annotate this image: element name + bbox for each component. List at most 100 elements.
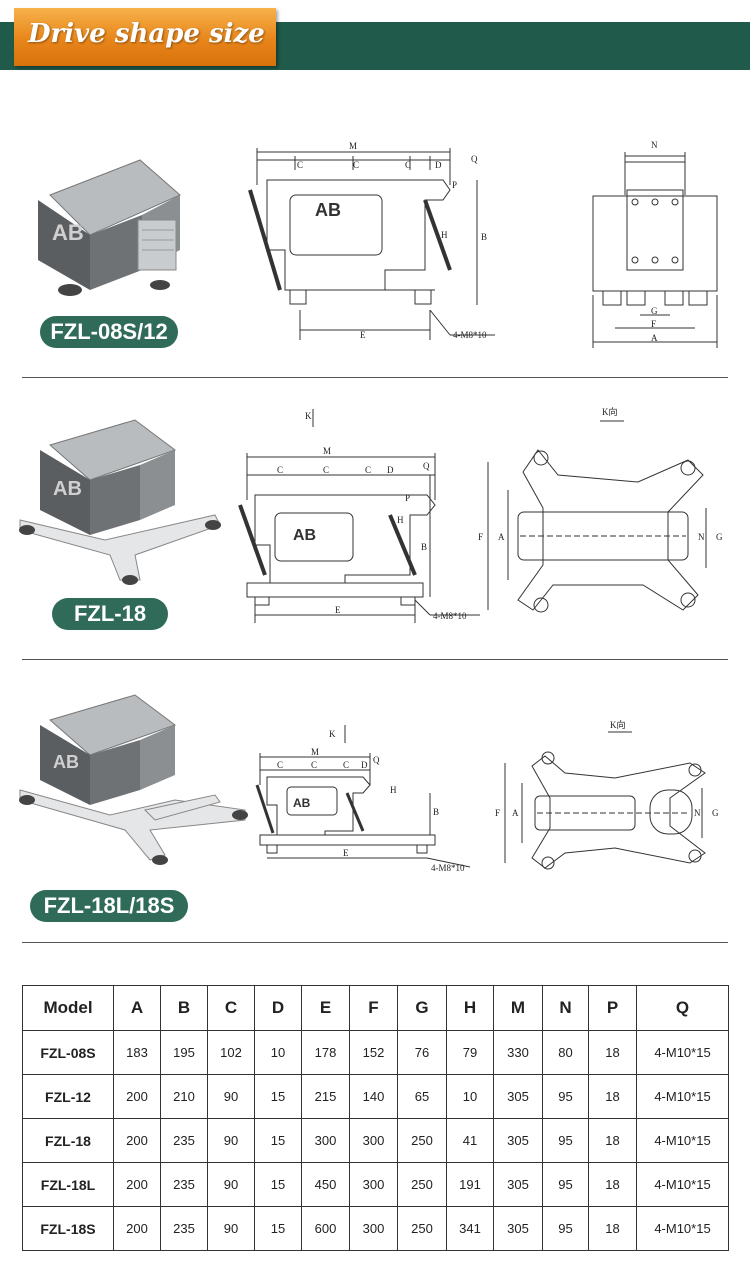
table-cell: 15	[254, 1206, 302, 1251]
dim-label-d: D	[387, 465, 394, 475]
title-tab: Drive shape size	[14, 8, 276, 66]
table-cell: FZL-12	[22, 1074, 114, 1119]
dim-label-h: H	[390, 785, 397, 795]
table-cell: 65	[397, 1074, 447, 1119]
table-cell: 305	[493, 1074, 543, 1119]
table-cell: 305	[493, 1206, 543, 1251]
column-header: M	[493, 985, 543, 1031]
side-view-drawing-1: N G F A	[592, 140, 718, 348]
column-header: A	[113, 985, 161, 1031]
section-divider	[22, 659, 728, 660]
table-row: FZL-08S 183 195 102 10 178 152 76 79 330…	[22, 1030, 729, 1075]
table-cell: FZL-18L	[22, 1162, 114, 1207]
front-view-drawing-3: AB K M C C C D Q H B E 4-M8*10	[255, 725, 471, 873]
dim-label-g: G	[651, 306, 658, 316]
dim-label-d: D	[435, 160, 442, 170]
table-row: FZL-18 200 235 90 15 300 300 250 41 305 …	[22, 1118, 729, 1163]
table-cell: 76	[397, 1030, 447, 1075]
dim-label-n: N	[694, 808, 701, 818]
product-photo-fzl-08s: AB	[38, 159, 181, 296]
table-cell: 200	[113, 1118, 161, 1163]
table-cell: 450	[301, 1162, 350, 1207]
column-header: Q	[636, 985, 729, 1031]
product-photo-fzl-18l-18s: AB	[19, 694, 248, 865]
dim-label-b: B	[421, 542, 427, 552]
svg-text:AB: AB	[52, 220, 84, 245]
dim-label-b: B	[433, 807, 439, 817]
table-cell: 305	[493, 1118, 543, 1163]
dim-label-c3: C	[365, 465, 371, 475]
table-row: FZL-12 200 210 90 15 215 140 65 10 305 9…	[22, 1074, 729, 1119]
svg-text:AB: AB	[293, 796, 311, 810]
table-cell: FZL-18	[22, 1118, 114, 1163]
dim-label-m: M	[311, 747, 319, 757]
table-cell: 341	[446, 1206, 494, 1251]
dim-label-n: N	[651, 140, 658, 150]
page-title: Drive shape size	[28, 19, 265, 49]
dim-label-e: E	[360, 330, 366, 340]
dim-label-c2: C	[311, 760, 317, 770]
table-cell: 183	[113, 1030, 161, 1075]
dim-label-e: E	[335, 605, 341, 615]
table-cell: 4-M10*15	[636, 1118, 729, 1163]
table-cell: 10	[254, 1030, 302, 1075]
table-cell: 90	[207, 1162, 255, 1207]
dim-label-c2: C	[353, 160, 359, 170]
dim-label-e: E	[343, 848, 349, 858]
table-cell: 4-M10*15	[636, 1030, 729, 1075]
table-cell: 235	[160, 1206, 208, 1251]
dim-label-c3: C	[405, 160, 411, 170]
table-cell: 95	[542, 1118, 589, 1163]
table-cell: 200	[113, 1206, 161, 1251]
hole-spec-label: 4-M8*10	[431, 863, 465, 873]
table-cell: 305	[493, 1162, 543, 1207]
section-divider	[22, 377, 728, 378]
column-header: C	[207, 985, 255, 1031]
top-view-label: K向	[602, 406, 618, 417]
table-cell: 18	[588, 1074, 637, 1119]
dim-label-a: A	[512, 808, 519, 818]
table-cell: 15	[254, 1118, 302, 1163]
table-cell: 200	[113, 1162, 161, 1207]
table-row: FZL-18L 200 235 90 15 450 300 250 191 30…	[22, 1162, 729, 1207]
dim-label-f: F	[651, 319, 656, 329]
section-divider	[22, 942, 728, 943]
dim-label-c1: C	[297, 160, 303, 170]
dim-label-h: H	[397, 515, 404, 525]
table-cell: 300	[349, 1118, 398, 1163]
table-cell: 4-M10*15	[636, 1206, 729, 1251]
dim-label-c3: C	[343, 760, 349, 770]
table-header-row: Model A B C D E F G H M N P Q	[22, 985, 729, 1031]
table-cell: 80	[542, 1030, 589, 1075]
table-cell: 200	[113, 1074, 161, 1119]
top-view-drawing-3: K向 F A N G	[495, 719, 719, 870]
dim-label-p: P	[452, 180, 457, 190]
spec-table: Model A B C D E F G H M N P Q FZL-08S 18…	[22, 985, 729, 1251]
svg-text:AB: AB	[53, 752, 79, 772]
table-cell: 152	[349, 1030, 398, 1075]
hole-spec-label: 4-M8*10	[453, 330, 487, 340]
table-cell: FZL-18S	[22, 1206, 114, 1251]
table-cell: 18	[588, 1206, 637, 1251]
column-header: E	[301, 985, 350, 1031]
dim-label-d: D	[361, 760, 368, 770]
dim-label-a: A	[651, 333, 658, 343]
product-photo-fzl-18: AB	[19, 419, 221, 585]
dim-label-f: F	[478, 532, 483, 542]
dim-label-q: Q	[423, 461, 430, 471]
column-header: G	[397, 985, 447, 1031]
table-cell: 330	[493, 1030, 543, 1075]
dim-label-n: N	[698, 532, 705, 542]
table-cell: FZL-08S	[22, 1030, 114, 1075]
table-cell: 95	[542, 1206, 589, 1251]
dim-label-g: G	[716, 532, 723, 542]
dim-label-q: Q	[373, 755, 380, 765]
dim-label-h: H	[441, 230, 448, 240]
dim-label-m: M	[349, 141, 357, 151]
table-row: FZL-18S 200 235 90 15 600 300 250 341 30…	[22, 1206, 729, 1251]
hole-spec-label: 4-M8*10	[433, 611, 467, 621]
column-header: H	[446, 985, 494, 1031]
top-view-label: K向	[610, 719, 626, 730]
table-cell: 90	[207, 1206, 255, 1251]
column-header: F	[349, 985, 398, 1031]
